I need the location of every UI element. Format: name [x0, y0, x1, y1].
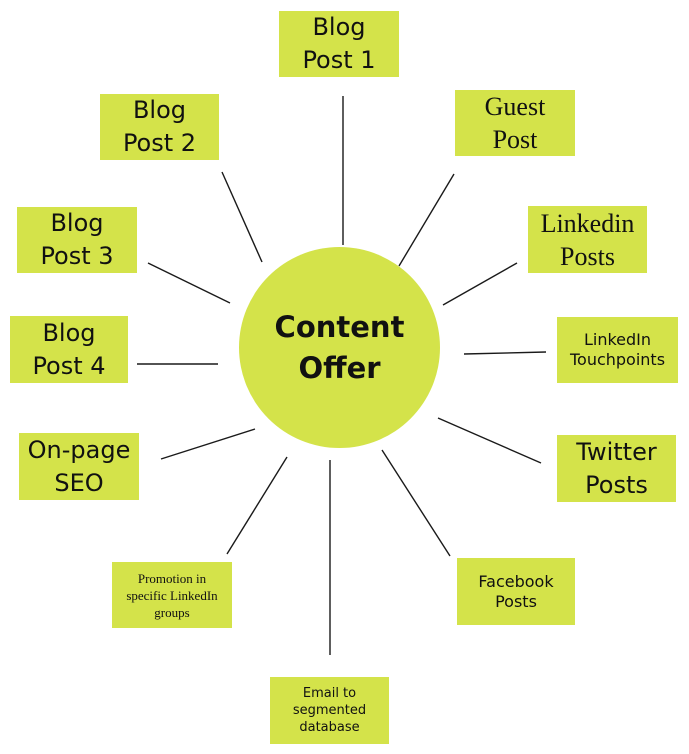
connector-on-page-seo — [160, 428, 256, 460]
node-blog-post-1: Blog Post 1 — [279, 11, 399, 77]
node-email-segmented-database: Email to segmented database — [270, 677, 389, 744]
node-blog-post-2: Blog Post 2 — [100, 94, 219, 160]
node-twitter-posts: Twitter Posts — [557, 435, 676, 502]
content-offer-label: Content Offer — [274, 309, 405, 385]
connector-guest-post — [398, 173, 455, 267]
connector-promotion-linkedin-groups — [226, 456, 288, 555]
node-linkedin-touchpoints: LinkedIn Touchpoints — [557, 317, 678, 383]
connector-facebook-posts — [381, 449, 451, 557]
node-linkedin-posts: Linkedin Posts — [528, 206, 647, 273]
content-offer-hub: Content Offer — [239, 247, 440, 448]
node-facebook-posts: Facebook Posts — [457, 558, 575, 625]
connector-blog-post-2 — [221, 171, 263, 263]
connector-linkedin-touchpoints — [463, 351, 547, 355]
connector-blog-post-3 — [147, 262, 231, 304]
node-on-page-seo: On-page SEO — [19, 433, 139, 500]
node-blog-post-3: Blog Post 3 — [17, 207, 137, 273]
connector-linkedin-posts — [442, 262, 518, 306]
node-blog-post-4: Blog Post 4 — [10, 316, 128, 383]
node-guest-post: Guest Post — [455, 90, 575, 156]
connector-twitter-posts — [437, 417, 542, 464]
node-promotion-linkedin-groups: Promotion in specific LinkedIn groups — [112, 562, 232, 628]
